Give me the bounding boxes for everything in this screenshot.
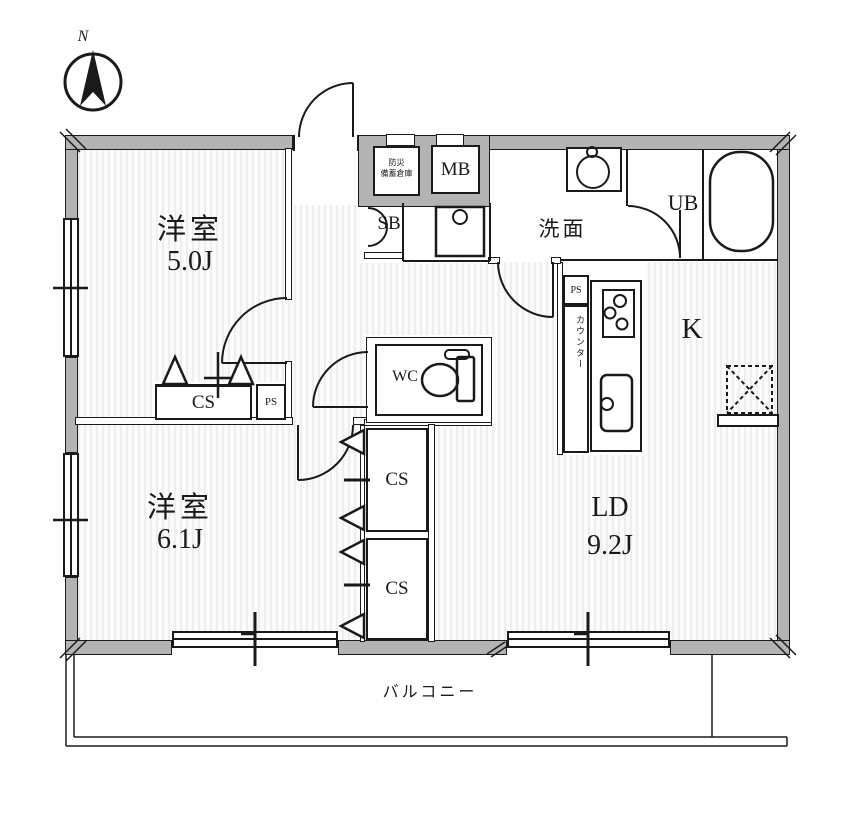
washroom-door-jamb-right: [551, 257, 561, 264]
wall-bottom-middle-segment: [338, 640, 507, 655]
bedroom1-closet-label: CS: [191, 392, 216, 413]
bedroom1-pipe-space-label: PS: [264, 396, 278, 408]
bedroom1-pipe-space: PS: [256, 384, 286, 420]
bedroom1-name: 洋室: [156, 214, 223, 246]
entrance-door-swing: [298, 82, 354, 138]
closet-column-west-wall: [360, 425, 365, 642]
window-left-upper: [63, 218, 79, 357]
toilet-label: WC: [392, 368, 418, 385]
bedroom1-size: 5.0J: [167, 246, 213, 277]
wall-right: [777, 149, 790, 641]
bedroom1-east-wall-lower: [285, 361, 292, 421]
disaster-storage-label-2: 備蓄倉庫: [380, 168, 413, 178]
disaster-storage-label-1: 防災: [388, 158, 405, 167]
closet-lower: CS: [366, 538, 428, 640]
kitchen-pipe-space: PS: [563, 275, 589, 305]
living-name: LD: [591, 492, 629, 523]
compass-icon: [63, 50, 123, 112]
window-living: [507, 631, 670, 648]
living-west-wall: [428, 424, 435, 642]
closet-upper-label: CS: [385, 469, 409, 490]
bedroom1-east-wall-upper: [285, 148, 292, 300]
wall-left-middle: [65, 357, 78, 453]
kitchen-label: K: [681, 313, 703, 345]
unit-bath-label: UB: [667, 190, 699, 215]
disaster-storage-box: 防災 備蓄倉庫: [373, 146, 420, 196]
kitchen-counter-label: カウンター: [575, 315, 585, 370]
vanity-unit: [566, 147, 622, 192]
kitchen-counter: カウンター: [563, 305, 589, 453]
meter-box: MB: [431, 145, 480, 194]
window-left-lower: [63, 453, 79, 577]
meter-box-label: MB: [440, 159, 471, 180]
vent-notch-left: [386, 134, 415, 146]
stove: [602, 289, 635, 338]
wall-bottom-left-segment: [65, 640, 172, 655]
balcony-label: バルコニー: [382, 684, 478, 701]
shoe-box-label: SB: [377, 213, 401, 234]
washroom-label: 洗面: [538, 217, 587, 241]
wall-top-left-segment: [65, 135, 293, 150]
living-size: 9.2J: [587, 530, 633, 561]
sanitary-zone: [490, 148, 777, 262]
closet-upper: CS: [366, 428, 428, 532]
wall-bottom-right-segment: [670, 640, 790, 655]
shoebox-bottom-wall: [364, 252, 404, 259]
bedroom2-name: 洋室: [146, 492, 213, 524]
wall-left-lower: [65, 577, 78, 641]
entry-zone: [293, 148, 362, 205]
washroom-door-jamb-left: [488, 257, 500, 264]
wall-left-upper: [65, 149, 78, 219]
compass-label: N: [77, 28, 89, 45]
closet-lower-label: CS: [385, 578, 409, 599]
kitchen-pipe-space-label: PS: [570, 285, 582, 296]
bedroom1-closet: CS: [155, 384, 252, 420]
window-bedroom2: [172, 631, 338, 648]
entrance-opening: [293, 135, 359, 151]
bedroom2-size: 6.1J: [157, 524, 203, 555]
